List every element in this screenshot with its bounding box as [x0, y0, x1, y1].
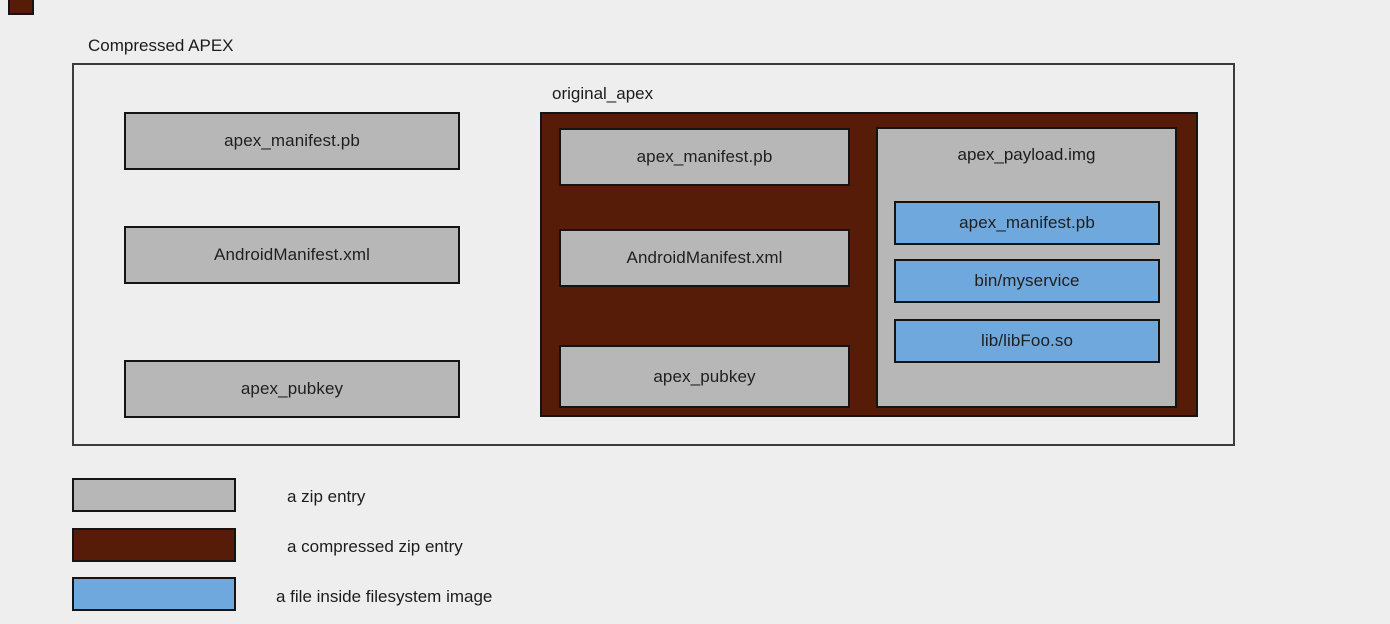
zip-entry-android-manifest-xml: AndroidManifest.xml: [124, 226, 460, 284]
legend-swatch-zip-entry: [72, 478, 236, 512]
clipped-compressed-entry: [8, 0, 34, 15]
fs-file-label: apex_manifest.pb: [959, 213, 1095, 232]
legend-swatch-compressed-zip-entry: [72, 528, 236, 562]
apex-payload-img-entry: apex_payload.img apex_manifest.pb bin/my…: [876, 127, 1177, 408]
fs-file-apex-manifest-pb: apex_manifest.pb: [894, 201, 1160, 245]
zip-entry-apex-pubkey: apex_pubkey: [124, 360, 460, 418]
inner-zip-entry-apex-manifest-pb: apex_manifest.pb: [559, 128, 850, 186]
original-apex-compressed-entry: apex_manifest.pb AndroidManifest.xml ape…: [540, 112, 1198, 417]
inner-zip-entry-apex-pubkey: apex_pubkey: [559, 345, 850, 408]
zip-entry-label: apex_manifest.pb: [224, 131, 360, 150]
zip-entry-apex-manifest-pb: apex_manifest.pb: [124, 112, 460, 170]
legend-swatch-filesystem-image-file: [72, 577, 236, 611]
zip-entry-label: apex_pubkey: [653, 366, 756, 386]
fs-file-lib-libfoo-so: lib/libFoo.so: [894, 319, 1160, 363]
zip-entry-label: AndroidManifest.xml: [214, 245, 370, 264]
legend-label-compressed-zip-entry: a compressed zip entry: [287, 537, 463, 556]
zip-entry-label: apex_manifest.pb: [636, 147, 773, 166]
fs-file-bin-myservice: bin/myservice: [894, 259, 1160, 303]
zip-entry-label: AndroidManifest.xml: [626, 248, 783, 267]
fs-file-label: lib/libFoo.so: [980, 331, 1073, 350]
legend-label-filesystem-image-file: a file inside filesystem image: [276, 587, 493, 606]
fs-file-label: bin/myservice: [974, 271, 1080, 290]
apex-payload-img-label: apex_payload.img: [957, 145, 1096, 164]
original-apex-label: original_apex: [552, 84, 654, 103]
inner-zip-entry-android-manifest-xml: AndroidManifest.xml: [559, 229, 850, 287]
diagram-title: Compressed APEX: [88, 36, 234, 55]
zip-entry-label: apex_pubkey: [240, 379, 344, 398]
legend-label-zip-entry: a zip entry: [287, 487, 366, 506]
compressed-apex-container: [72, 63, 1235, 446]
